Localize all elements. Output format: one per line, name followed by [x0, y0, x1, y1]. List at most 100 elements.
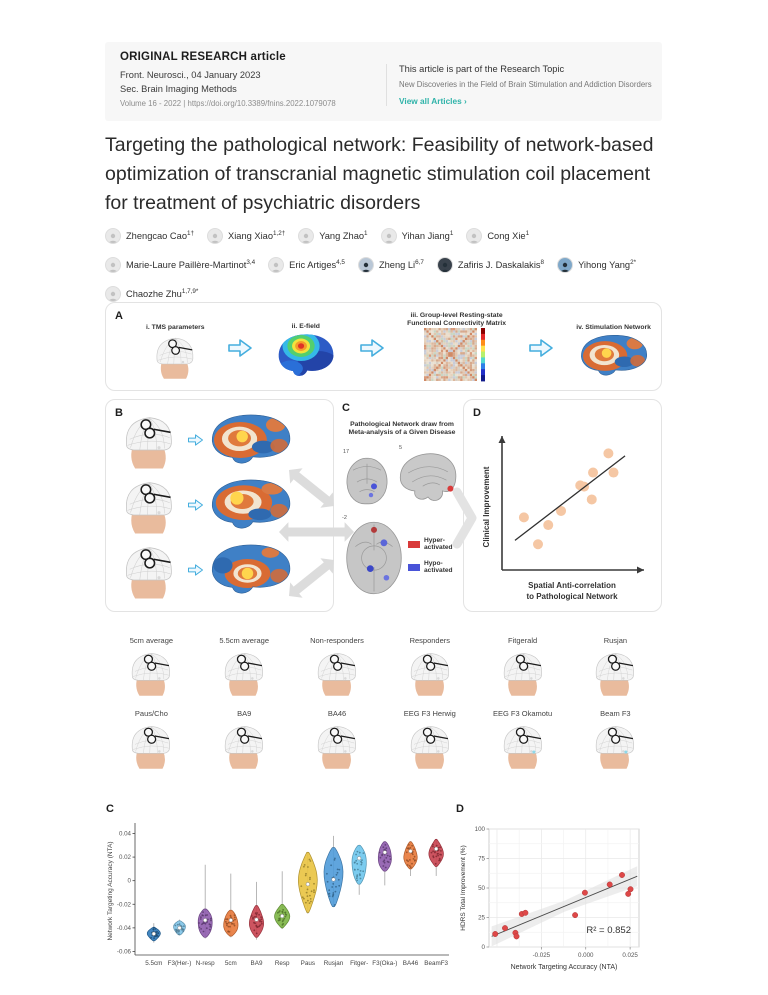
hypo-activated-swatch: [408, 563, 420, 571]
author-name: Cong Xie1: [487, 230, 530, 242]
svg-text:75: 75: [478, 856, 485, 863]
coil-placement-label: Non-responders: [310, 636, 364, 645]
svg-text:-0.025: -0.025: [533, 952, 551, 959]
coil-placement-item: Rusjan: [569, 636, 662, 697]
avatar: [207, 228, 224, 244]
author-name: Zhengcao Cao1†: [126, 230, 195, 242]
svg-text:BeamF3: BeamF3: [424, 960, 448, 967]
person-icon: [469, 233, 480, 243]
coil-placement-label: BA9: [237, 709, 252, 718]
author-chip[interactable]: Zheng Li6,7: [357, 257, 424, 273]
coil-placement-label: Paus/Cho: [134, 709, 168, 718]
stimulation-network-brain: [211, 544, 291, 594]
coil-placement-network-row: [114, 475, 295, 535]
author-name: Yihan Jiang1: [401, 230, 454, 242]
person-icon: [271, 262, 282, 272]
axial-slice: [346, 521, 402, 595]
legend-row: Hyper-activated: [408, 537, 462, 551]
author-chip[interactable]: Yihong Yang2*: [557, 257, 636, 273]
author-chip[interactable]: Zafiris J. Daskalakis8: [436, 257, 545, 273]
sagittal-slice-image: [395, 449, 461, 509]
head-coil-icon: [503, 726, 542, 769]
axial-slice-image: [343, 520, 405, 596]
author-chip[interactable]: Marie-Laure Paillère-Martinot3,4: [105, 257, 255, 273]
svg-text:R² = 0.852: R² = 0.852: [586, 925, 631, 936]
svg-text:0: 0: [128, 878, 132, 885]
svg-text:100: 100: [475, 826, 486, 833]
figure1-panel-c: C Pathological Network draw from Meta-an…: [342, 399, 462, 612]
head-coil-icon: [225, 726, 264, 769]
legend-label: Hyper-activated: [424, 537, 453, 551]
person-icon: [439, 262, 450, 272]
author-name: Yang Zhao1: [319, 230, 368, 242]
svg-text:Network Targeting Accuracy (NT: Network Targeting Accuracy (NTA): [511, 964, 618, 971]
legend-row: Hypo-activated: [408, 560, 462, 574]
author-chip[interactable]: Eric Artiges4,5: [268, 257, 345, 273]
stimulation-network-brain: [580, 334, 647, 375]
panel-a-label: A: [115, 310, 123, 322]
section-line: Sec. Brain Imaging Methods: [120, 84, 237, 94]
author-chip[interactable]: Zhengcao Cao1†: [105, 228, 194, 244]
head-coil-icon: [503, 653, 542, 696]
sagittal-slice: [399, 453, 457, 501]
person-icon: [108, 262, 118, 272]
head-coil-icon: [596, 726, 635, 769]
head-coil-icon: [125, 482, 172, 534]
view-all-articles-link[interactable]: View all Articles ›: [399, 96, 467, 106]
svg-text:-0.02: -0.02: [117, 901, 132, 908]
head-coil-icon: [125, 417, 172, 469]
svg-text:N-resp: N-resp: [196, 960, 215, 967]
head-coil-icon: [317, 653, 356, 696]
author-name: Marie-Laure Paillère-Martinot3,4: [126, 259, 256, 271]
research-topic-label: This article is part of the Research Top…: [399, 64, 565, 74]
flow-arrow-icon: [529, 338, 553, 357]
author-chip[interactable]: Yihan Jiang1: [380, 228, 454, 244]
slice-coordinate-label: 17: [343, 449, 350, 455]
coil-placement-label: 5cm average: [129, 636, 174, 645]
pipeline-arrow: [227, 337, 253, 359]
author-chip[interactable]: Xiang Xiao1,2†: [207, 228, 285, 244]
chart-c-label: C: [106, 803, 114, 815]
connectivity-matrix: [423, 327, 485, 381]
svg-text:Clinical Improvement: Clinical Improvement: [482, 466, 491, 547]
panel-b-rows: [114, 410, 295, 600]
head-coil-icon: [410, 726, 449, 769]
legend-label: Hypo-activated: [424, 560, 453, 574]
svg-text:-0.04: -0.04: [117, 925, 132, 932]
figure1-panel-d: D Clinical Improvement Spatial Anti-corr…: [463, 399, 662, 612]
svg-text:Network Targeting Accuracy (NT: Network Targeting Accuracy (NTA): [107, 841, 114, 940]
author-name: Zafiris J. Daskalakis8: [457, 259, 545, 271]
person-icon: [383, 233, 394, 243]
svg-text:Resp: Resp: [275, 960, 290, 967]
avatar: [357, 257, 374, 273]
svg-text:BA9: BA9: [251, 960, 263, 967]
slice-coordinate-label: 5: [399, 445, 403, 451]
coil-placement-item: Responders: [383, 636, 476, 697]
coil-placement-row: 5cm average 5.5cm average Non-responders…: [105, 636, 662, 697]
head-coil-icon: [125, 547, 172, 599]
author-chip[interactable]: Cong Xie1: [466, 228, 529, 244]
avatar: [105, 257, 121, 273]
author-list: Zhengcao Cao1† Xiang Xiao1,2† Yang Zhao1…: [105, 228, 667, 302]
author-name: Eric Artiges4,5: [289, 259, 345, 271]
slice-coordinate-label: -2: [342, 515, 347, 521]
head-coil-icon: [132, 653, 171, 696]
page-title: Targeting the pathological network: Feas…: [105, 134, 654, 214]
svg-text:0: 0: [482, 944, 486, 951]
person-icon: [210, 233, 221, 243]
chevron-right-icon: ›: [464, 96, 467, 106]
article-type-label: ORIGINAL RESEARCH article: [120, 51, 286, 63]
coil-placement-label: Responders: [409, 636, 451, 645]
flow-arrow-icon: [187, 564, 204, 576]
author-chip[interactable]: Chaozhe Zhu1,7,9*: [105, 286, 198, 302]
svg-text:BA46: BA46: [403, 960, 419, 967]
svg-text:0.025: 0.025: [622, 952, 638, 959]
efield-brain: [278, 333, 334, 376]
head-coil-icon: [225, 653, 264, 696]
author-chip[interactable]: Yang Zhao1: [298, 228, 368, 244]
coil-placement-item: BA46: [291, 709, 384, 770]
svg-text:Rusjan: Rusjan: [324, 960, 344, 967]
flow-arrow-icon: [227, 338, 252, 357]
